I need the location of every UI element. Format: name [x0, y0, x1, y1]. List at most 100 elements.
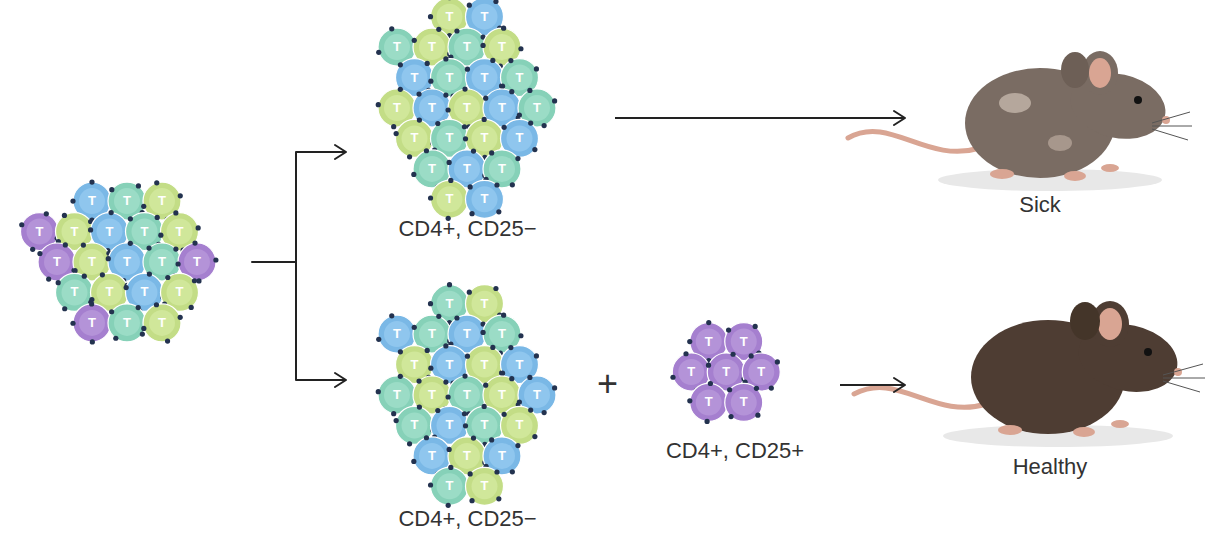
- cell-letter: T: [440, 8, 460, 26]
- receptor-dot: [527, 375, 532, 380]
- receptor-dot: [124, 285, 129, 290]
- receptor-dot: [490, 345, 495, 350]
- cell-letter: T: [699, 393, 719, 411]
- cell-letter: T: [387, 325, 407, 343]
- receptor-dot: [424, 148, 429, 153]
- cell-core: [507, 125, 533, 151]
- cell-body: [690, 383, 728, 421]
- t-cell: [141, 302, 183, 344]
- cell-letter: T: [475, 8, 495, 26]
- cell-core: [184, 249, 210, 275]
- receptor-dot: [499, 370, 504, 375]
- cell-letter: T: [422, 386, 442, 404]
- receptor-dot: [468, 184, 473, 189]
- cell-core: [79, 310, 105, 336]
- receptor-dot: [493, 286, 498, 291]
- cell-letter: T: [152, 192, 172, 210]
- cell-letter: T: [405, 356, 425, 374]
- cell-core: [437, 4, 463, 30]
- receptor-dot: [447, 282, 452, 287]
- cell-core: [437, 186, 463, 212]
- cell-body: [143, 304, 181, 342]
- cell-core: [62, 219, 88, 245]
- receptor-dot: [528, 407, 533, 412]
- cell-letter: T: [751, 363, 771, 381]
- cell-core: [437, 291, 463, 317]
- receptor-dot: [394, 418, 399, 423]
- cell-core: [419, 95, 445, 121]
- cell-core: [384, 95, 410, 121]
- cell-core: [507, 412, 533, 438]
- receptor-dot: [417, 404, 422, 409]
- cell-core: [472, 4, 498, 30]
- receptor-dot: [89, 180, 94, 185]
- cell-letter: T: [440, 477, 460, 495]
- receptor-dot: [446, 107, 451, 112]
- cell-letter: T: [117, 314, 137, 332]
- cell-letter: T: [152, 253, 172, 271]
- sick-mouse: [848, 51, 1192, 191]
- receptor-dot: [448, 178, 453, 183]
- receptor-dot: [109, 309, 114, 314]
- cell-letter: T: [734, 393, 754, 411]
- receptor-dot: [501, 313, 506, 318]
- cell-letter: T: [457, 447, 477, 465]
- cell-letter: T: [170, 283, 190, 301]
- receptor-dot: [447, 447, 452, 452]
- receptor-dot: [501, 26, 506, 31]
- receptor-dot: [518, 333, 523, 338]
- receptor-dot: [425, 61, 430, 66]
- cell-letter: T: [475, 190, 495, 208]
- receptor-dot: [428, 301, 433, 306]
- cell-core: [489, 34, 515, 60]
- receptor-dot: [552, 385, 557, 390]
- receptor-dot: [428, 79, 433, 84]
- cell-body: [431, 467, 469, 505]
- cell-letter: T: [492, 99, 512, 117]
- receptor-dot: [489, 437, 494, 442]
- cell-letter: T: [492, 447, 512, 465]
- t-cell: [466, 180, 504, 218]
- cell-letter: T: [65, 283, 85, 301]
- receptor-dot: [398, 374, 403, 379]
- receptor-dot: [510, 182, 515, 187]
- receptor-dot: [109, 187, 114, 192]
- cell-letter: T: [510, 69, 530, 87]
- cell-core: [472, 186, 498, 212]
- receptor-dot: [173, 246, 178, 251]
- receptor-dot: [489, 150, 494, 155]
- receptor-dot: [192, 278, 197, 283]
- cell-letter: T: [405, 69, 425, 87]
- cell-letter: T: [100, 283, 120, 301]
- receptor-dot: [428, 195, 433, 200]
- receptor-dot: [106, 256, 111, 261]
- receptor-dot: [454, 315, 459, 320]
- receptor-dot: [496, 209, 501, 214]
- receptor-dot: [749, 353, 754, 358]
- cell-letter: T: [457, 160, 477, 178]
- cell-letter: T: [422, 99, 442, 117]
- receptor-dot: [467, 3, 472, 8]
- receptor-dot: [424, 435, 429, 440]
- cell-letter: T: [492, 160, 512, 178]
- cell-letter: T: [457, 386, 477, 404]
- cell-letter: T: [422, 160, 442, 178]
- cell-core: [384, 34, 410, 60]
- cell-letter: T: [422, 447, 442, 465]
- cell-core: [507, 352, 533, 378]
- cell-core: [678, 359, 704, 385]
- receptor-dot: [494, 469, 499, 474]
- cell-letter: T: [475, 477, 495, 495]
- cell-letter: T: [457, 38, 477, 56]
- receptor-dot: [509, 376, 514, 381]
- cell-core: [402, 352, 428, 378]
- cell-core: [27, 219, 53, 245]
- receptor-dot: [70, 199, 75, 204]
- receptor-dot: [412, 38, 417, 43]
- cell-letter: T: [117, 192, 137, 210]
- receptor-dot: [376, 102, 381, 107]
- cell-core: [402, 125, 428, 151]
- receptor-dot: [542, 410, 547, 415]
- receptor-dot: [494, 182, 499, 187]
- receptor-dot: [81, 242, 86, 247]
